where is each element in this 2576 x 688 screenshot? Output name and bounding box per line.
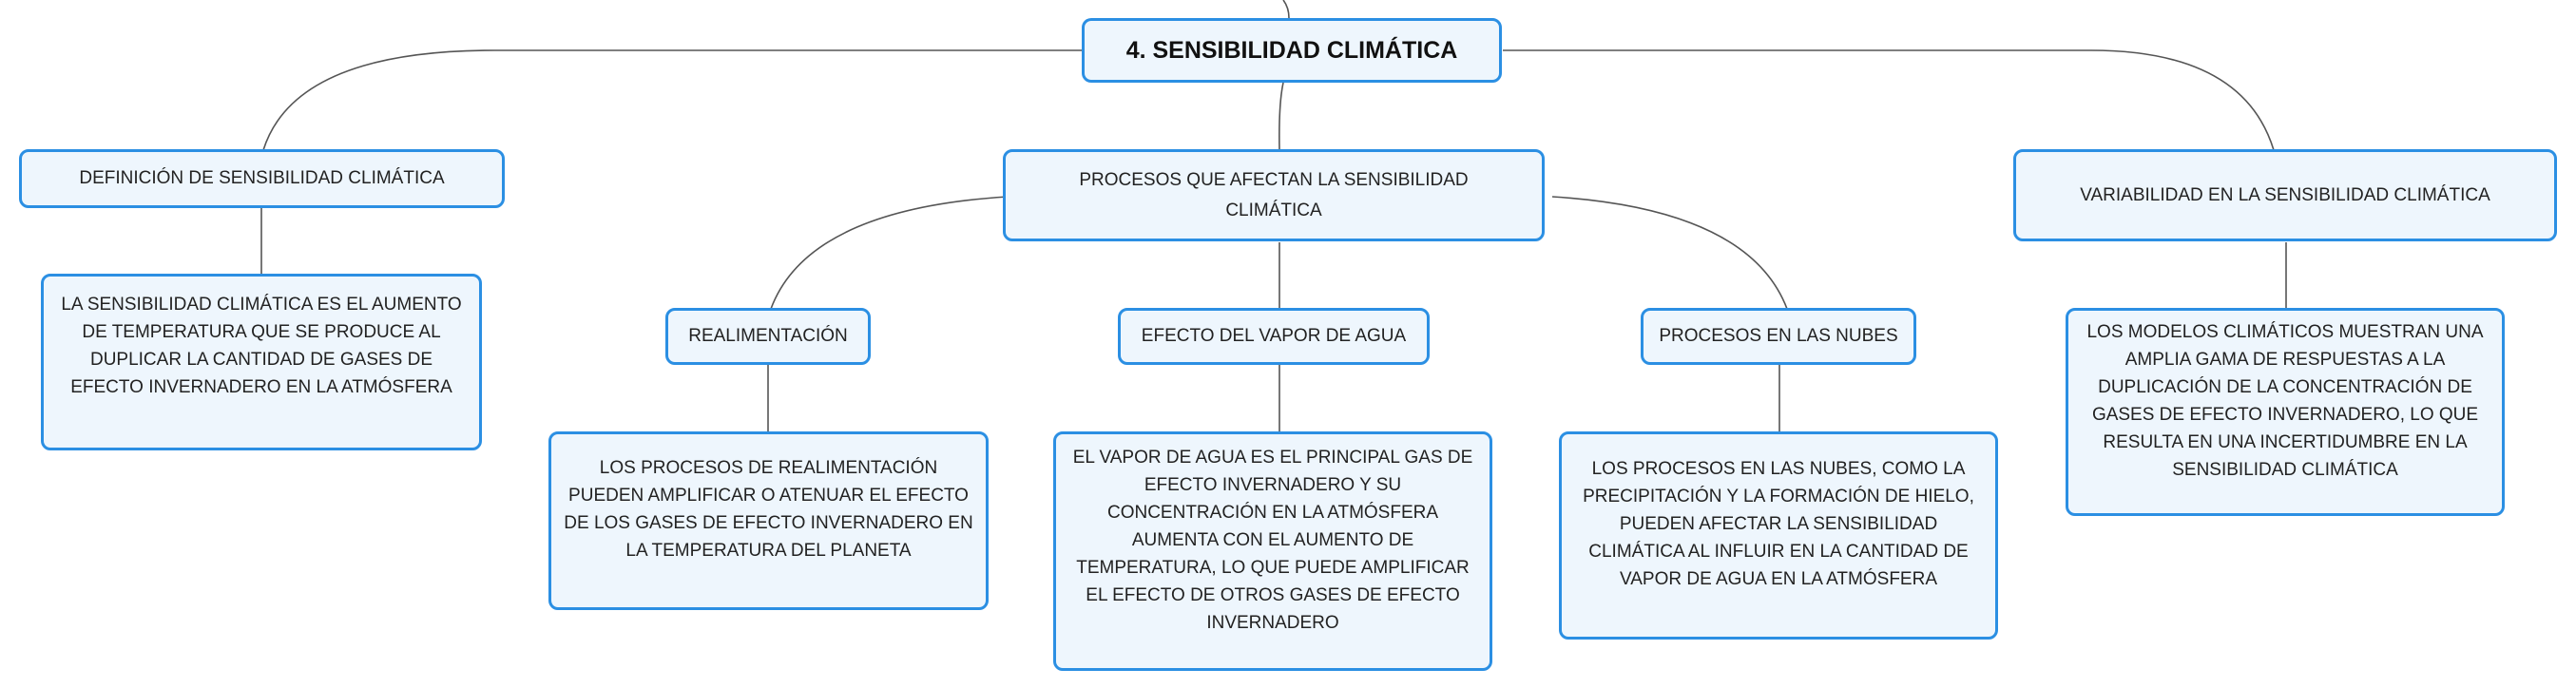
connector-root-procesos (1278, 82, 1284, 151)
connector-procesos-nubes (1551, 196, 1788, 310)
root-topic[interactable]: 4. SENSIBILIDAD CLIMÁTICA (1082, 18, 1502, 83)
detail-nubes[interactable]: LOS PROCESOS EN LAS NUBES, COMO LA PRECI… (1559, 431, 1998, 640)
detail-vapor-de-agua[interactable]: EL VAPOR DE AGUA ES EL PRINCIPAL GAS DE … (1053, 431, 1492, 671)
detail-realimentacion[interactable]: LOS PROCESOS DE REALIMENTACIÓN PUEDEN AM… (548, 431, 989, 610)
connector-root-definicion (262, 49, 1085, 151)
topic-vapor-de-agua[interactable]: EFECTO DEL VAPOR DE AGUA (1118, 308, 1430, 365)
detail-variabilidad[interactable]: LOS MODELOS CLIMÁTICOS MUESTRAN UNA AMPL… (2066, 308, 2505, 516)
connector-procesos-realimentacion (770, 196, 1009, 310)
topic-realimentacion[interactable]: REALIMENTACIÓN (665, 308, 871, 365)
topic-procesos[interactable]: PROCESOS QUE AFECTAN LA SENSIBILIDAD CLI… (1003, 149, 1545, 241)
connector-parent-root (1282, 0, 1290, 19)
topic-variabilidad[interactable]: VARIABILIDAD EN LA SENSIBILIDAD CLIMÁTIC… (2013, 149, 2557, 241)
topic-nubes[interactable]: PROCESOS EN LAS NUBES (1641, 308, 1916, 365)
topic-definicion[interactable]: DEFINICIÓN DE SENSIBILIDAD CLIMÁTICA (19, 149, 505, 208)
connector-root-variabilidad (1503, 49, 2275, 151)
detail-definicion[interactable]: LA SENSIBILIDAD CLIMÁTICA ES EL AUMENTO … (41, 274, 482, 450)
